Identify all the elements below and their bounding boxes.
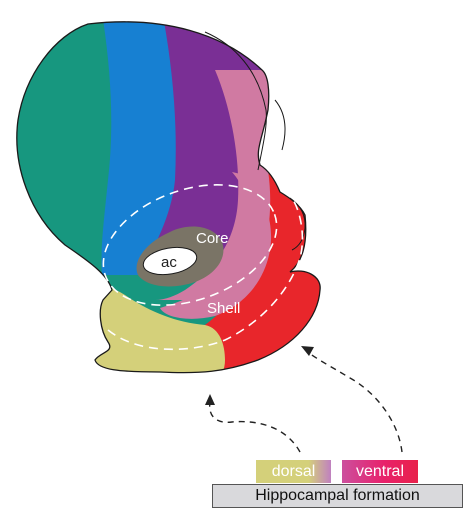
dorsal-projection-arrow (210, 402, 300, 452)
ac-label: ac (161, 254, 177, 271)
hippocampal-formation-box: Hippocampal formation (212, 484, 463, 508)
dorsal-swatch: dorsal (256, 460, 331, 483)
hippocampal-legend: dorsal ventral Hippocampal formation (212, 460, 463, 508)
core-label: Core (196, 230, 229, 247)
ventral-projection-arrow (308, 352, 402, 452)
dorsal-arrowhead (205, 394, 215, 405)
ventral-swatch: ventral (342, 460, 418, 483)
flap-line-mid (275, 100, 285, 150)
shell-label: Shell (207, 300, 240, 317)
purple-region (150, 0, 465, 255)
